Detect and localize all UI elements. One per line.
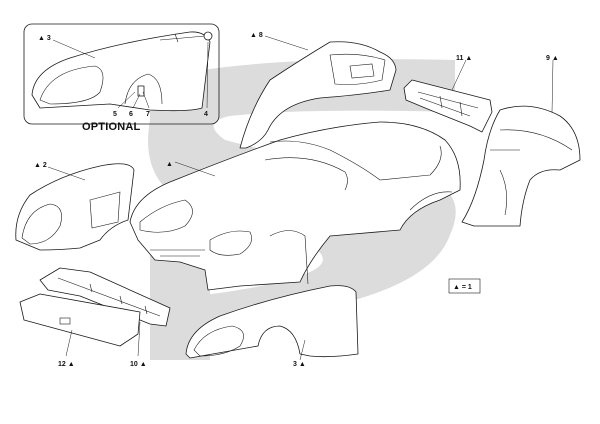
callout-11: 11 ▲ <box>456 55 472 62</box>
callout-12: 12 ▲ <box>58 361 75 368</box>
part-8-rear-quarter: ▲ 8 <box>239 32 397 149</box>
optional-box: ▲ 3 5 6 7 4 <box>23 23 220 125</box>
callout-8: ▲ 8 <box>250 32 263 39</box>
callout-3b: 3 ▲ <box>293 361 306 368</box>
legend-text: ▲ = 1 <box>453 284 472 291</box>
callout-7: 7 <box>146 111 150 118</box>
part-1-body-shell: ▲ <box>129 121 461 291</box>
legend-box: ▲ = 1 <box>448 278 481 294</box>
callout-2: ▲ 2 <box>34 162 47 169</box>
optional-bracket-part <box>137 85 145 97</box>
part-9-rear-wing: 9 ▲ <box>461 55 581 227</box>
optional-front-wing-part <box>31 31 211 112</box>
part-12-underbody-panel: 12 ▲ <box>19 293 141 368</box>
callout-10: 10 ▲ <box>130 361 147 368</box>
part-2-front-wing-inner: ▲ 2 <box>15 162 135 251</box>
callout-4: 4 <box>204 111 208 118</box>
optional-label: OPTIONAL <box>82 121 141 133</box>
callout-1: ▲ <box>166 161 173 168</box>
callout-5: 5 <box>113 111 117 118</box>
part-11-inner-panel: 11 ▲ <box>403 55 493 133</box>
callout-9: 9 ▲ <box>546 55 559 62</box>
optional-clip-part <box>203 31 213 41</box>
part-3-front-wing-outer: 3 ▲ <box>185 285 359 368</box>
callout-3: ▲ 3 <box>38 35 51 42</box>
callout-6: 6 <box>129 111 133 118</box>
